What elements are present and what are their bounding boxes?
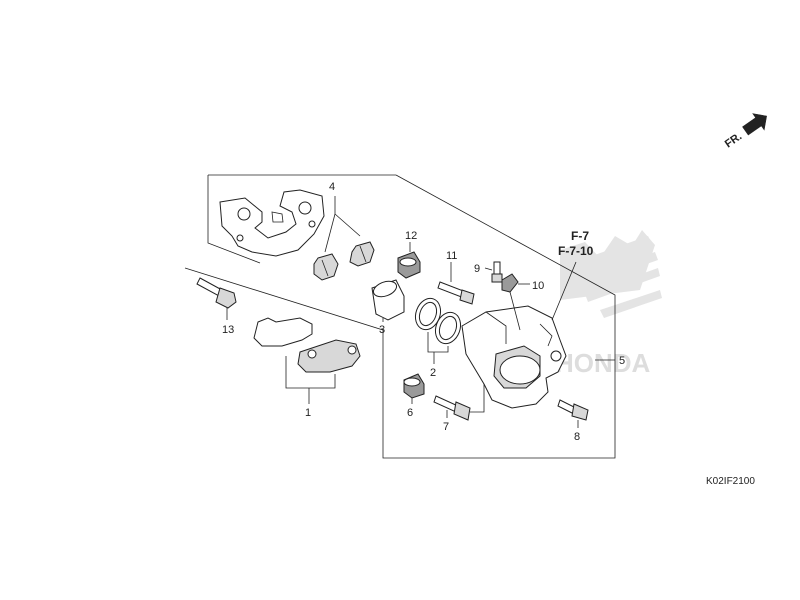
callout-5: 5	[619, 355, 625, 367]
assembly-frame	[184, 174, 616, 459]
callout-4: 4	[329, 181, 335, 193]
front-label: FR.	[723, 130, 744, 150]
callout-6: 6	[407, 407, 413, 419]
dust-seal	[434, 311, 462, 345]
reference-f7-10: F-7-10	[558, 244, 594, 258]
callout-13: 13	[222, 324, 234, 336]
callout-7: 7	[443, 421, 449, 433]
bleeder-screw	[491, 261, 503, 283]
caliper-body	[461, 305, 567, 409]
callout-8: 8	[574, 431, 580, 443]
callout-9: 9	[474, 263, 480, 275]
caliper-bolt	[557, 399, 589, 421]
callout-12: 12	[405, 230, 417, 242]
bracket-bolt	[196, 277, 237, 309]
pin-boot-lower	[403, 373, 425, 399]
callout-11: 11	[446, 250, 457, 262]
pin-boot-upper	[397, 251, 421, 279]
slide-pin-lower	[433, 395, 471, 421]
brake-pad-set	[253, 317, 361, 373]
caliper-bracket	[219, 189, 325, 257]
bleeder-cap	[501, 273, 519, 293]
callout-3: 3	[379, 324, 385, 336]
callout-10: 10	[532, 280, 544, 292]
watermark-label: HONDA	[555, 348, 651, 378]
front-arrow-icon	[742, 113, 767, 136]
piston-seal	[414, 297, 442, 331]
diagram-code: K02IF2100	[706, 476, 755, 487]
callout-1: 1	[305, 407, 311, 419]
callout-2: 2	[430, 367, 436, 379]
pad-spring-lower	[313, 253, 339, 281]
brand-watermark: HONDA	[555, 230, 662, 378]
slide-pin-upper	[437, 281, 475, 305]
front-direction-indicator: FR.	[723, 113, 767, 150]
reference-f7: F-7	[571, 229, 589, 243]
piston	[371, 279, 405, 321]
pad-spring-upper	[349, 241, 375, 267]
